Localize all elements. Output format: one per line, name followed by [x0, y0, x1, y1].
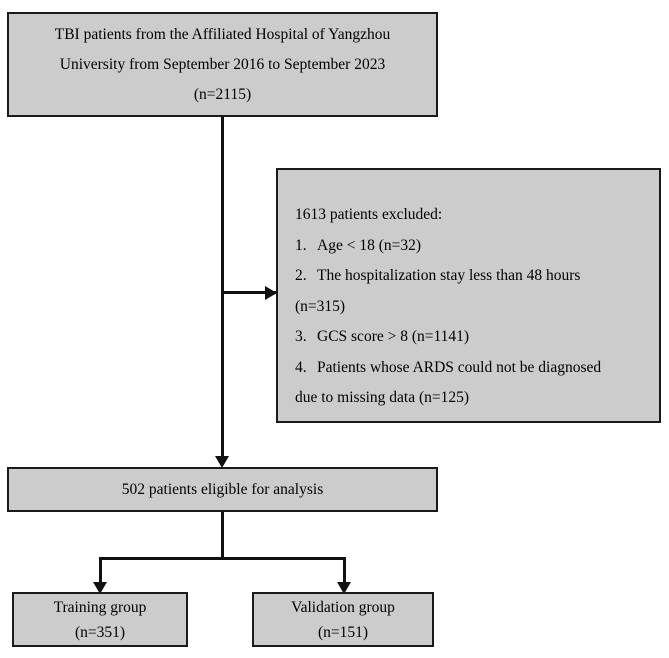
- eligible-line-1: 502 patients eligible for analysis: [121, 480, 324, 498]
- excluded-item-2-text: The hospitalization stay less than 48 ho…: [317, 267, 581, 284]
- source-line-2: University from September 2016 to Septem…: [59, 55, 386, 73]
- node-excluded-patients: 1613 patients excluded: 1. Age < 18 (n=32…: [276, 168, 661, 423]
- excluded-item-4: 4. Patients whose ARDS could not be diagn…: [295, 353, 601, 384]
- node-eligible-patients: 502 patients eligible for analysis: [7, 467, 438, 512]
- excluded-item-4-count: due to missing data (n=125): [295, 389, 470, 406]
- excluded-item-3-text: GCS score > 8 (n=1141): [317, 328, 470, 345]
- node-training-group: Training group (n=351): [12, 592, 188, 647]
- excluded-item-2: 2. The hospitalization stay less than 48 …: [295, 261, 580, 292]
- validation-label: Validation group: [291, 598, 395, 616]
- excluded-item-2-number: 2.: [295, 267, 307, 284]
- training-count: (n=351): [74, 623, 126, 641]
- node-source-population: TBI patients from the Affiliated Hospita…: [7, 12, 438, 117]
- excluded-item-4-continuation: due to missing data (n=125): [295, 383, 469, 414]
- excluded-item-1-text: Age < 18 (n=32): [317, 236, 422, 254]
- excluded-item-3: 3. GCS score > 8 (n=1141): [295, 322, 469, 353]
- source-line-1: TBI patients from the Affiliated Hospita…: [54, 25, 391, 43]
- excluded-item-4-number: 4.: [295, 358, 307, 376]
- arrowhead-down-icon: [337, 582, 351, 594]
- arrowhead-right-icon: [265, 286, 277, 300]
- excluded-item-3-number: 3.: [295, 328, 307, 345]
- arrowhead-down-icon: [215, 456, 229, 468]
- node-validation-group: Validation group (n=151): [252, 592, 434, 647]
- connector-to-validation: [343, 557, 346, 585]
- connector-source-to-eligible: [221, 117, 224, 461]
- source-line-3: (n=2115): [193, 85, 252, 103]
- excluded-item-2-count: (n=315): [295, 297, 346, 315]
- arrowhead-down-icon: [93, 582, 107, 594]
- connector-to-excluded-box: [221, 291, 276, 294]
- excluded-item-4-text: Patients whose ARDS could not be diagnos…: [317, 358, 602, 376]
- excluded-item-1-number: 1.: [295, 236, 307, 254]
- connector-to-training: [99, 557, 102, 585]
- excluded-item-2-continuation: (n=315): [295, 292, 345, 323]
- training-label: Training group: [53, 598, 147, 616]
- connector-eligible-to-split: [221, 512, 224, 560]
- connector-split-bar: [99, 557, 345, 560]
- excluded-heading: 1613 patients excluded:: [295, 206, 443, 223]
- validation-count: (n=151): [317, 623, 369, 641]
- excluded-item-1: 1. Age < 18 (n=32): [295, 231, 421, 262]
